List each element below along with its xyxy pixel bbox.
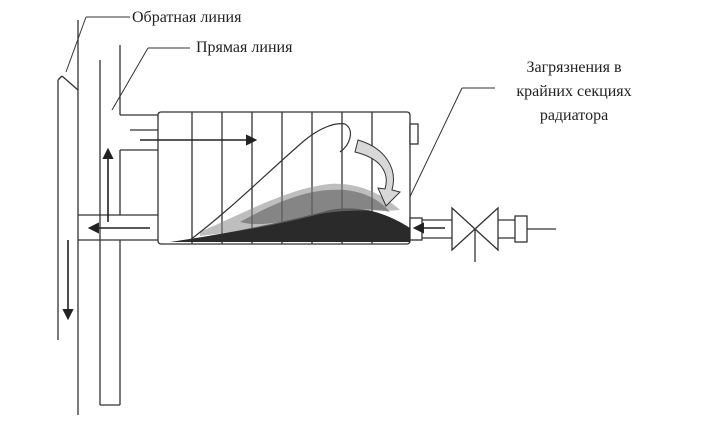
sediment [170, 183, 410, 242]
internal-flow-curve [189, 123, 346, 241]
internal-flow-curve-2 [339, 123, 352, 153]
inlet-pipe [422, 215, 556, 243]
deposits-label-line1: Загрязнения в [526, 59, 622, 76]
deposits-label-line2: крайних секциях [516, 83, 631, 100]
return-line-label: Обратная линия [132, 9, 242, 26]
supply-line-label: Прямая линия [196, 39, 293, 56]
flow-arrow-icon [354, 139, 401, 207]
deposits-label-line3: радиатора [540, 107, 608, 124]
valve-icon [451, 206, 499, 262]
return-pipe [57, 20, 158, 415]
flow-arrows [62, 134, 445, 321]
supply-pipe [99, 45, 158, 406]
